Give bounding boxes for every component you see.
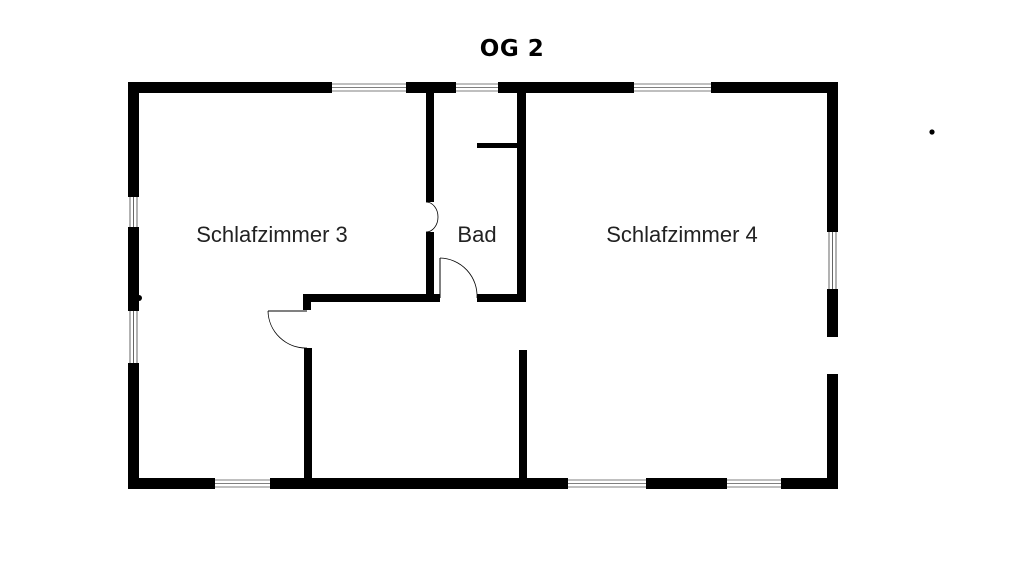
floor-title: OG 2 <box>479 36 545 62</box>
window-bottom-3 <box>727 478 781 489</box>
window-top-2 <box>456 82 498 93</box>
doors <box>136 201 478 349</box>
door-schlafzimmer-3 <box>267 310 308 349</box>
room-label-bad: Bad <box>457 222 497 247</box>
wall-sz3-bad-lower <box>426 232 434 302</box>
dot-marker <box>929 129 935 135</box>
wall-corridor-v-mid <box>519 350 527 481</box>
window-left-1 <box>128 197 139 227</box>
wall-corridor-v-left-stub <box>303 294 311 310</box>
wall-sz3-bad <box>426 93 434 202</box>
window-right-1 <box>827 232 838 289</box>
room-label-schlafzimmer-4: Schlafzimmer 4 <box>606 222 758 247</box>
wall-corridor-v-left <box>304 348 312 481</box>
wall-left <box>128 82 139 489</box>
wall-bad-stub <box>477 143 521 148</box>
window-left-2 <box>128 311 139 363</box>
window-bottom-2 <box>568 478 646 489</box>
wall-right-lower <box>827 374 838 489</box>
interior-walls <box>303 93 527 481</box>
wall-corridor-right <box>477 294 526 302</box>
wall-bad-sz4 <box>517 93 526 302</box>
wall-bottom <box>128 478 838 489</box>
door-bad <box>439 257 478 299</box>
door-sz3-bad-hint <box>425 201 439 233</box>
wall-corridor-left <box>303 294 440 302</box>
window-bottom-1 <box>215 478 270 489</box>
windows <box>128 82 838 489</box>
left-wall-bump <box>136 295 142 301</box>
room-label-schlafzimmer-3: Schlafzimmer 3 <box>196 222 348 247</box>
wall-right-upper <box>827 82 838 337</box>
window-top-1 <box>332 82 406 93</box>
window-top-3 <box>634 82 711 93</box>
